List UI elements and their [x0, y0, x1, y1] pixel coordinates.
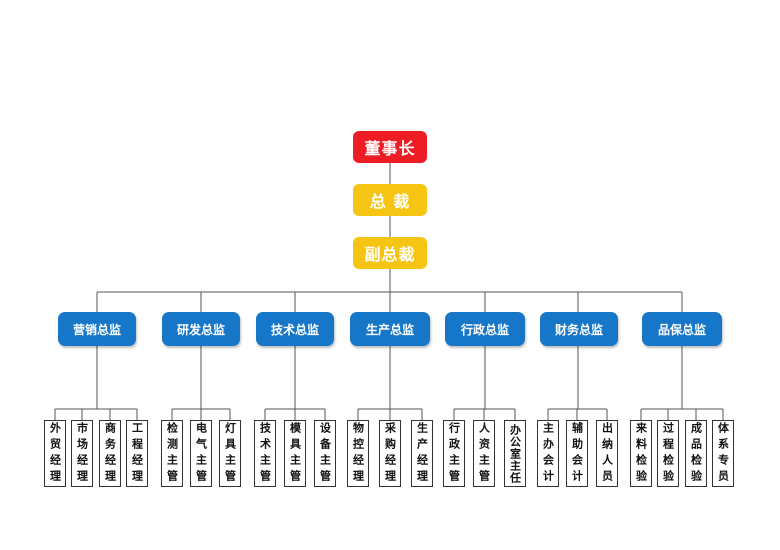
- position-box: 出纳人员: [596, 420, 618, 487]
- position-box: 模具主管: [284, 420, 306, 487]
- position-box: 体系专员: [712, 420, 734, 487]
- department-node: 技术总监: [256, 312, 334, 346]
- president-node: 总 裁: [353, 184, 427, 216]
- department-node: 营销总监: [58, 312, 136, 346]
- position-label: 生产经理: [415, 421, 429, 486]
- position-label: 电气主管: [194, 421, 208, 486]
- position-box: 成品检验: [685, 420, 707, 487]
- position-box: 来料检验: [630, 420, 652, 487]
- position-label: 设备主管: [318, 421, 332, 486]
- position-label: 灯具主管: [223, 421, 237, 486]
- position-box: 商务经理: [99, 420, 121, 487]
- department-node: 财务总监: [540, 312, 618, 346]
- vice-president-label: 副总裁: [364, 245, 416, 264]
- position-label: 行政主管: [447, 421, 461, 486]
- position-label: 市场经理: [75, 421, 89, 486]
- position-box: 工程经理: [126, 420, 148, 487]
- position-label: 采购经理: [383, 421, 397, 486]
- position-label: 办公室主任: [508, 423, 522, 484]
- position-label: 体系专员: [716, 421, 730, 486]
- position-label: 技术主管: [258, 421, 272, 486]
- position-box: 电气主管: [190, 420, 212, 487]
- position-label: 物控经理: [351, 421, 365, 486]
- vice-president-node: 副总裁: [353, 237, 427, 269]
- position-box: 物控经理: [347, 420, 369, 487]
- position-label: 主办会计: [541, 421, 555, 486]
- department-label: 财务总监: [554, 322, 603, 337]
- position-box: 采购经理: [379, 420, 401, 487]
- position-box: 办公室主任: [504, 420, 526, 487]
- department-node: 研发总监: [162, 312, 240, 346]
- position-box: 设备主管: [314, 420, 336, 487]
- department-label: 品保总监: [657, 322, 706, 337]
- position-box: 外贸经理: [44, 420, 66, 487]
- position-box: 生产经理: [411, 420, 433, 487]
- position-box: 检测主管: [161, 420, 183, 487]
- position-box: 人资主管: [473, 420, 495, 487]
- position-box: 辅助会计: [566, 420, 588, 487]
- chairman-node: 董事长: [353, 131, 427, 163]
- position-label: 过程检验: [661, 421, 675, 486]
- department-label: 技术总监: [270, 322, 319, 337]
- position-box: 灯具主管: [219, 420, 241, 487]
- department-node: 生产总监: [350, 312, 430, 346]
- position-label: 出纳人员: [600, 421, 614, 486]
- position-label: 检测主管: [165, 421, 179, 486]
- president-label: 总 裁: [369, 192, 411, 211]
- position-box: 行政主管: [443, 420, 465, 487]
- position-box: 主办会计: [537, 420, 559, 487]
- department-label: 研发总监: [176, 322, 225, 337]
- position-label: 来料检验: [634, 421, 648, 486]
- position-label: 外贸经理: [48, 421, 62, 486]
- department-node: 行政总监: [445, 312, 525, 346]
- chairman-label: 董事长: [364, 139, 416, 158]
- position-label: 辅助会计: [570, 421, 584, 486]
- position-label: 工程经理: [130, 421, 144, 486]
- department-label: 营销总监: [72, 322, 121, 337]
- department-node: 品保总监: [642, 312, 722, 346]
- position-box: 技术主管: [254, 420, 276, 487]
- position-box: 市场经理: [71, 420, 93, 487]
- position-label: 成品检验: [689, 421, 703, 486]
- department-label: 生产总监: [365, 322, 414, 337]
- position-label: 模具主管: [288, 421, 302, 486]
- position-label: 商务经理: [103, 421, 117, 486]
- position-box: 过程检验: [657, 420, 679, 487]
- position-label: 人资主管: [477, 421, 491, 486]
- department-label: 行政总监: [460, 322, 509, 337]
